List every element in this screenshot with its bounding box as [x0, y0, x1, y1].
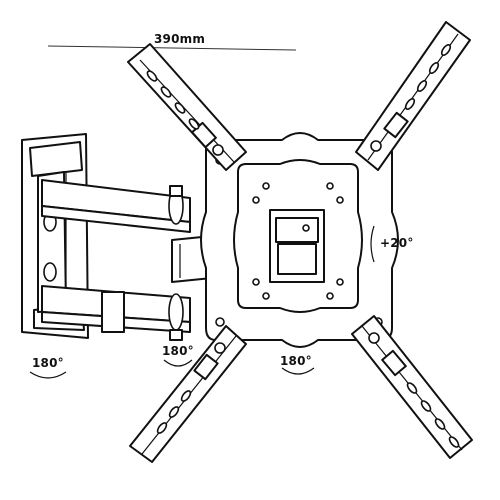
upper-arm — [41, 179, 191, 233]
mount-arm-top-left — [127, 43, 247, 171]
swivel-right-label: 180° — [280, 354, 312, 368]
mount-arm-bottom-left — [129, 325, 247, 463]
swivel-left-label: 180° — [32, 356, 64, 370]
dimension-line — [47, 45, 297, 51]
vesa-frame — [200, 132, 399, 348]
lower-arm — [41, 285, 191, 341]
mount-arm-top-right — [355, 21, 471, 171]
tilt-label: +20° — [380, 236, 414, 250]
dimension-label: 390mm — [154, 32, 206, 46]
swivel-middle-label: 180° — [162, 344, 194, 358]
swivel-arrow-left — [29, 371, 67, 379]
tilt-arrow — [370, 225, 375, 263]
swivel-arrow-right — [281, 367, 315, 375]
swivel-arrow-middle — [163, 359, 193, 367]
mount-arm-bottom-right — [351, 315, 473, 459]
